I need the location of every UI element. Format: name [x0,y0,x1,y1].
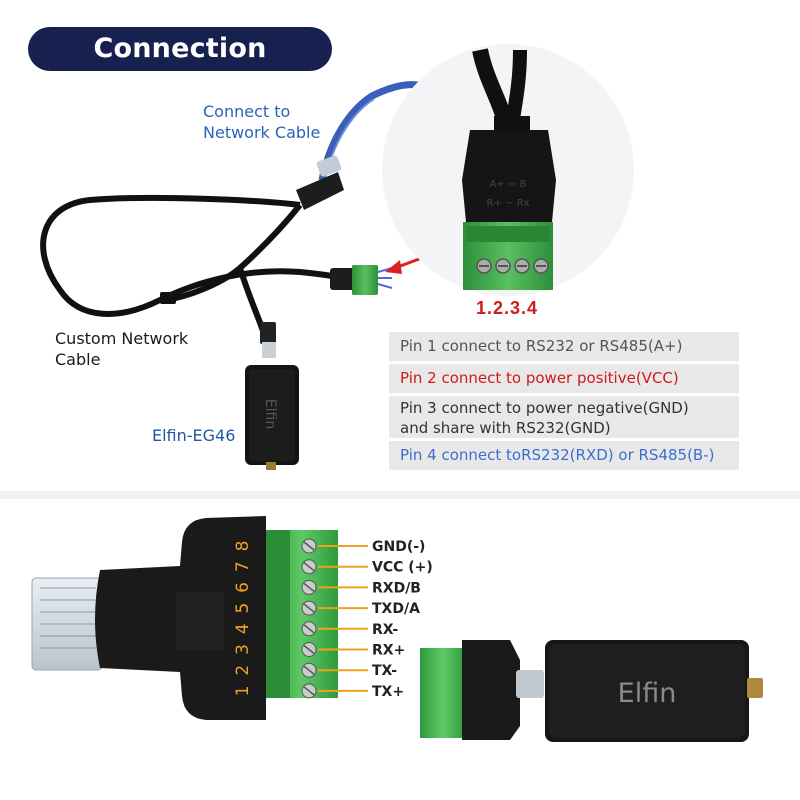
pin-note-3-line-2: and share with RS232(GND) [400,419,611,437]
page-title: Connection Diagram [28,27,332,108]
terminal-screw-group [301,538,317,699]
section-divider [0,491,800,499]
network-cable-label-line-2: Network Cable [203,123,321,142]
pin-note-3-line-1: Pin 3 connect to power negative(GND) [400,399,689,417]
terminal-screw-slot [303,686,315,696]
pin-note-1: Pin 1 connect to RS232 or RS485(A+) [389,332,739,361]
custom-cable-label-line-2: Cable [55,350,101,369]
terminal-number: 5 [233,603,253,614]
terminal-screw-slot [303,562,315,572]
terminal-label: TX- [372,663,397,679]
terminal-label: RX- [372,622,398,638]
connector-face-text-2: R+ ~ Rx [487,198,530,209]
terminal-label: VCC (+) [372,560,433,576]
terminal-label: GND(-) [372,539,425,555]
custom-cable [40,194,301,317]
terminal-number: 3 [233,644,253,655]
bottom-illustration: 8 7 6 5 4 3 2 1 GND(-) VCC (+) RXD/B TXD/A RX- RX+ TX… [31,516,763,742]
top-illustration: Elfin A+ = B R+ ~ Rx [40,44,634,470]
pin-note-2: Pin 2 connect to power positive(VCC) [389,364,739,393]
terminal-label-group: GND(-) VCC (+) RXD/B TXD/A RX- RX+ TX- TX+ [318,539,433,700]
terminal-label: RXD/B [372,580,421,596]
device-label: Elfin-EG46 [152,426,236,445]
network-cable-label-line-1: Connect to [203,102,291,121]
terminal-label: TX+ [372,684,404,700]
terminal-number: 1 [233,685,253,696]
connector-face-text-1: A+ = B [490,179,527,190]
terminal-screw-slot [303,665,315,675]
pins-label: 1.2.3.4 [476,298,539,318]
terminal-number: 2 [233,665,253,676]
terminal-screw-slot [303,582,315,592]
custom-cable-label-line-1: Custom Network [55,329,189,348]
network-coupler [296,172,344,210]
terminal-number: 6 [233,582,253,593]
terminal-screw-slot [303,644,315,655]
terminal-label: RX+ [372,643,405,659]
custom-cable-label: Custom Network Cable [55,328,188,370]
small-terminal-block [420,648,466,738]
terminal-screw-slot [303,624,315,634]
pin-note-3: Pin 3 connect to power negative(GND) and… [389,396,739,438]
terminal-screw-slot [303,603,315,613]
network-cable-label: Connect to Network Cable [203,101,320,143]
terminal-number: 7 [233,561,253,572]
svg-text:Elfin: Elfin [262,399,278,429]
terminal-screw-slot [303,541,315,551]
terminal-number: 4 [233,623,253,634]
terminal-number: 8 [233,541,253,552]
pin-note-4: Pin 4 connect toRS232(RXD) or RS485(B-) [389,441,739,470]
antenna-connector [747,678,763,698]
terminal-number-group: 8 7 6 5 4 3 2 1 [233,541,253,697]
device-brand: Elfin [618,678,677,709]
terminal-label: TXD/A [372,601,420,617]
